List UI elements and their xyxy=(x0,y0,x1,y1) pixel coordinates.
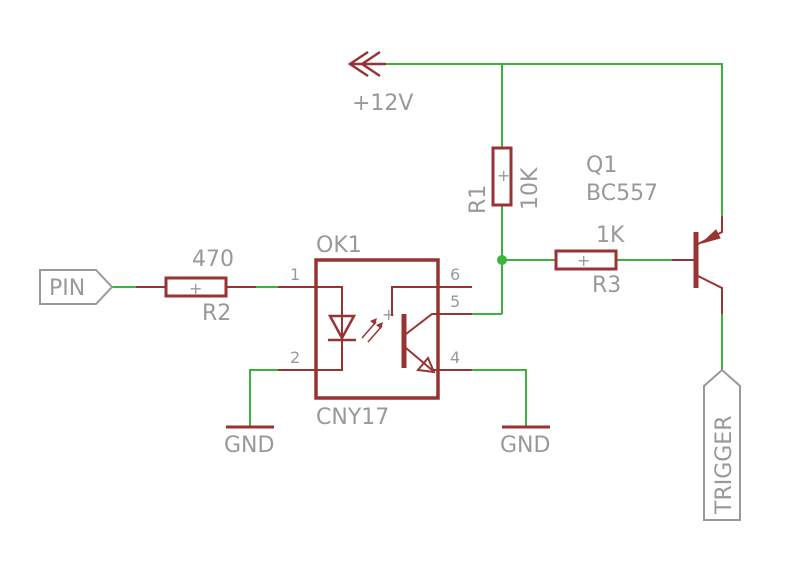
supply-label: +12V xyxy=(352,91,413,116)
ok1-emitter-arrow-icon xyxy=(416,356,436,374)
ok1-pin4-gnd-wire xyxy=(440,369,527,427)
q1-name: Q1 xyxy=(586,153,617,178)
r3-value: 1K xyxy=(596,223,625,248)
ok1-pin-number: 6 xyxy=(450,265,460,284)
pin-port: PIN xyxy=(39,269,114,305)
q1-emitter-arrow-icon xyxy=(701,229,721,244)
r2-mark: + xyxy=(189,279,202,298)
r3-body xyxy=(554,249,618,271)
ok1-pin2-gnd-wire xyxy=(249,369,278,427)
ok1-pin-number: 2 xyxy=(290,348,300,367)
r1-body xyxy=(491,146,513,207)
ground-right: GND xyxy=(500,425,550,458)
r3-mark: + xyxy=(577,251,590,270)
r1-name: R1 xyxy=(466,185,491,214)
ok1-diode-wiring xyxy=(316,286,343,371)
resistor-r3: + 1K R3 xyxy=(554,223,625,298)
ok1-pin-number: 4 xyxy=(450,348,460,367)
pin-port-label: PIN xyxy=(49,276,85,301)
r2-value: 470 xyxy=(192,247,234,272)
r1-value: 10K xyxy=(518,167,543,210)
light-arrows-icon xyxy=(361,318,383,343)
trigger-port: TRIGGER xyxy=(703,368,741,521)
ok1-name: OK1 xyxy=(316,233,362,258)
trigger-port-label: TRIGGER xyxy=(712,416,737,516)
optocoupler-ok1: + 1 2 4 5 6 OK1 CNY17 xyxy=(278,233,472,430)
ok1-pin-number: 1 xyxy=(290,265,300,284)
ok1-collector xyxy=(405,313,472,335)
ok1-emitter xyxy=(405,347,472,371)
pin-port-shape xyxy=(39,269,114,305)
ground-left: GND xyxy=(224,425,274,458)
trigger-port-shape xyxy=(703,368,741,521)
wires xyxy=(112,63,723,427)
r1-mark: + xyxy=(497,166,510,185)
ok1-led-icon xyxy=(327,314,357,341)
ok1-diode-mark: + xyxy=(382,305,395,324)
ok1-body xyxy=(314,258,440,400)
resistor-r2: + 470 R2 xyxy=(136,247,256,326)
ok1-part: CNY17 xyxy=(316,405,389,430)
ok1-pin6-internal xyxy=(391,286,472,316)
q1-part: BC557 xyxy=(586,181,658,206)
ok1-pin-number: 5 xyxy=(450,292,460,311)
ground-label: GND xyxy=(500,433,550,458)
supply-12v: +12V xyxy=(347,50,413,116)
ground-label: GND xyxy=(224,433,274,458)
junction-dot xyxy=(497,255,507,265)
r3-name: R3 xyxy=(592,273,621,298)
supply-rail-wire xyxy=(352,63,723,232)
transistor-q1: Q1 BC557 xyxy=(586,153,723,314)
q1-collector-lead xyxy=(697,275,723,314)
resistor-r1: + R1 10K xyxy=(466,146,543,214)
r2-name: R2 xyxy=(202,301,231,326)
